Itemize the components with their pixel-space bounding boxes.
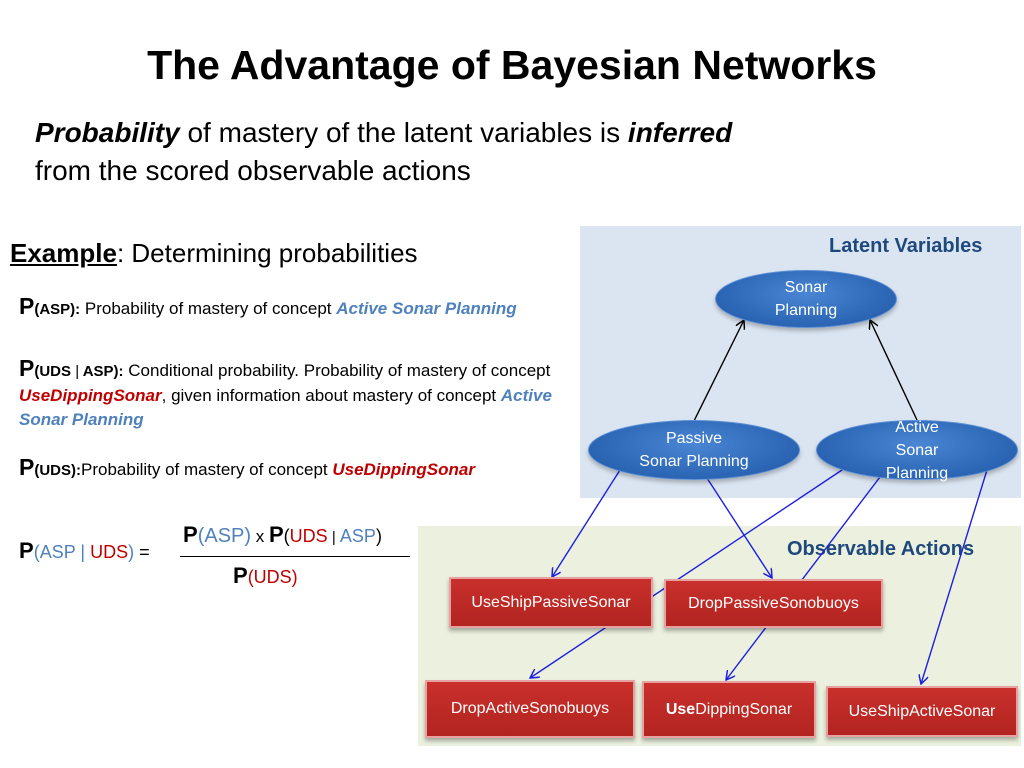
definition-uds-given-asp: P(UDS | ASP): Conditional probability. P… [19, 356, 579, 432]
subtitle-probability: Probability [35, 117, 180, 148]
node-active-line2: Sonar [895, 441, 939, 459]
formula-lhs-bar: | [75, 542, 91, 562]
formula-num-open: ( [283, 526, 290, 546]
arrow-passive-to-useshippassive [552, 469, 621, 577]
formula-num-p1: P [183, 522, 198, 547]
def-uds-args: (UDS): [34, 462, 81, 479]
node-passive-sonar-planning: Passive Sonar Planning [588, 420, 800, 480]
arrow-active-to-sonar [870, 320, 918, 421]
formula-lhs-open: ( [33, 542, 40, 562]
def-cond-concept-2: Active Sonar Planning [19, 386, 552, 429]
formula-num-asp: ASP [339, 526, 376, 546]
formula-num-bar: | [327, 529, 340, 546]
example-label: Example [10, 238, 117, 268]
def-cond-bar: | [75, 363, 80, 380]
formula-num-uds: UDS [289, 526, 328, 546]
action-use-ship-passive-sonar: UseShipPassiveSonar [449, 577, 653, 628]
subtitle-inferred: inferred [627, 117, 733, 148]
slide-subtitle: Probability of mastery of the latent var… [35, 114, 935, 190]
node-sonar-planning: Sonar Planning [715, 270, 897, 328]
formula-denominator: P(UDS) [233, 563, 298, 589]
arrow-active-to-useshipactive [921, 469, 988, 684]
formula-den-p: P [233, 563, 248, 588]
formula-lhs: P(ASP | UDS) = [19, 538, 150, 564]
example-text: : Determining probabilities [116, 238, 418, 268]
arrow-active-to-usedipping [726, 476, 881, 680]
action-use-dipping-sonar-bold: Use [665, 700, 696, 718]
subtitle-text-1: of mastery of the latent variables is [179, 117, 628, 148]
node-sonar-planning-line1: Sonar [784, 279, 828, 296]
action-use-ship-active-sonar: UseShipActiveSonar [826, 686, 1018, 737]
def-cond-args-open: (UDS [34, 363, 76, 380]
arrow-passive-to-sonar [692, 320, 744, 424]
definition-uds: P(UDS):Probability of mastery of concept… [19, 455, 579, 483]
formula-den-arg: (UDS) [247, 567, 298, 587]
action-use-dipping-sonar-rest: DippingSonar [695, 700, 793, 718]
node-passive-line1: Passive [665, 430, 722, 447]
formula-equals: = [134, 542, 150, 562]
node-active-sonar-planning: Active Sonar Planning [816, 419, 1018, 482]
slide-title: The Advantage of Bayesian Networks [147, 42, 877, 88]
subtitle-text-2: from the scored observable actions [35, 155, 471, 186]
def-cond-p: P [19, 355, 35, 381]
def-asp-text: Probability of mastery of concept [80, 299, 337, 318]
arrow-passive-to-droppassive [704, 474, 772, 578]
latent-variables-title: Latent Variables [829, 235, 983, 257]
arrow-active-to-dropactive [530, 467, 846, 678]
formula-numerator: P(ASP) x P(UDS | ASP) [183, 522, 382, 548]
def-cond-text-2: , given information about mastery of con… [161, 386, 501, 405]
def-asp-p: P [19, 293, 35, 319]
def-cond-args-close: ASP): [79, 363, 124, 380]
formula-lhs-asp: ASP [39, 542, 76, 562]
example-heading: Example: Determining probabilities [10, 238, 418, 269]
def-uds-text: Probability of mastery of concept [81, 460, 333, 479]
formula-lhs-p: P [19, 538, 34, 563]
observable-actions-title: Observable Actions [787, 538, 975, 560]
node-sonar-planning-line2: Planning [774, 302, 838, 319]
def-uds-p: P [19, 454, 35, 480]
def-cond-concept-1: UseDippingSonar [19, 386, 162, 405]
action-drop-active-sonobuoys: DropActiveSonobuoys [425, 680, 635, 738]
formula-times: x [251, 527, 269, 546]
def-asp-concept: Active Sonar Planning [336, 299, 517, 318]
formula-num-p2: P [268, 522, 284, 547]
fraction-bar [180, 556, 410, 557]
formula-num-close: ) [375, 526, 382, 546]
definition-asp: P(ASP): Probability of mastery of concep… [19, 294, 579, 322]
action-drop-passive-sonobuoys: DropPassiveSonobuoys [664, 579, 883, 628]
def-cond-text-1: Conditional probability. Probability of … [123, 361, 551, 380]
node-passive-line2: Sonar Planning [639, 453, 749, 470]
node-active-line1: Active [895, 418, 939, 436]
formula-num-arg1: (ASP) [197, 525, 252, 547]
def-uds-concept: UseDippingSonar [332, 460, 475, 479]
node-active-line3: Planning [885, 464, 949, 482]
formula-lhs-close: ) [128, 542, 135, 562]
def-asp-args: (ASP): [34, 301, 81, 318]
formula-lhs-uds: UDS [90, 542, 129, 562]
